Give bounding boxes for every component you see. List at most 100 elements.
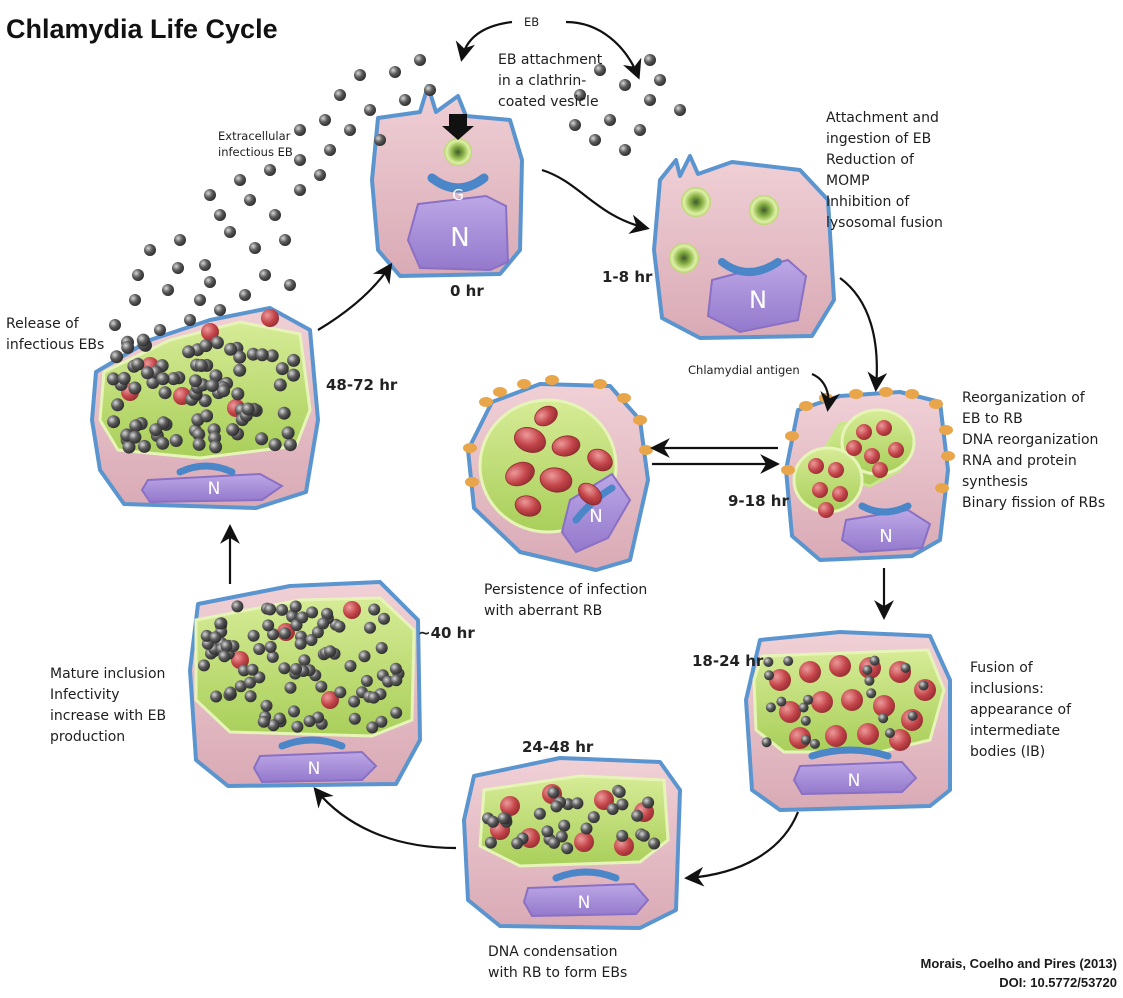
arrow-1-to-9 bbox=[839, 277, 888, 392]
rb-particle bbox=[769, 669, 791, 691]
eb-particle bbox=[317, 617, 330, 630]
eb-particle bbox=[122, 440, 136, 454]
aberrant-rb bbox=[514, 495, 542, 517]
eb-particle bbox=[800, 715, 811, 726]
extracellular-eb bbox=[172, 262, 184, 274]
eb-particle bbox=[268, 438, 282, 452]
nucleus-letter: N bbox=[848, 771, 861, 791]
eb-particle bbox=[149, 423, 163, 437]
antigen-marker bbox=[799, 401, 813, 411]
antigen-marker bbox=[633, 415, 647, 425]
eb-particle bbox=[199, 339, 213, 353]
nucleus-letter: N bbox=[208, 479, 221, 499]
eb-particle bbox=[244, 690, 257, 703]
eb-particle bbox=[907, 710, 918, 721]
rb-particle bbox=[614, 836, 634, 856]
eb-particle bbox=[864, 675, 875, 686]
eb-particle bbox=[276, 603, 288, 616]
eb-particle bbox=[273, 378, 287, 392]
eb-particle bbox=[878, 713, 889, 724]
eb-particle bbox=[231, 387, 245, 401]
antigen-marker bbox=[517, 379, 531, 389]
eb-particle bbox=[511, 837, 524, 850]
eb-particle bbox=[368, 603, 381, 616]
eb-particle bbox=[107, 415, 121, 429]
eb-particle bbox=[267, 628, 279, 641]
eb-particle bbox=[866, 688, 877, 699]
eb-particle bbox=[231, 600, 244, 613]
eb-particle bbox=[194, 359, 208, 372]
extracellular-eb bbox=[249, 242, 261, 254]
aberrant-rb bbox=[539, 467, 573, 493]
antigen-marker bbox=[463, 443, 477, 453]
extracellular-eb bbox=[199, 259, 211, 271]
extracellular-eb bbox=[344, 124, 356, 136]
eb-particle bbox=[156, 372, 170, 386]
eb-particle bbox=[209, 631, 222, 644]
extracellular-eb bbox=[634, 124, 646, 136]
eb-particle bbox=[616, 798, 629, 811]
extracellular-eb bbox=[294, 184, 306, 196]
extracellular-eb bbox=[399, 94, 411, 106]
eb-particle bbox=[290, 663, 302, 675]
eb-particle bbox=[266, 650, 279, 663]
rb-particle bbox=[832, 486, 848, 502]
arrow-48-to-0 bbox=[317, 262, 393, 331]
eb-particle bbox=[156, 436, 170, 450]
extracellular-eb bbox=[259, 269, 271, 281]
antigen-marker bbox=[593, 379, 607, 389]
eb-particle bbox=[533, 807, 546, 820]
rb-particle bbox=[829, 655, 851, 677]
rb-particle bbox=[201, 323, 219, 341]
arrow-0-to-1 bbox=[541, 168, 650, 234]
extracellular-eb bbox=[424, 84, 436, 96]
extracellular-eb bbox=[269, 209, 281, 221]
eb-particle bbox=[275, 362, 289, 376]
eb-particle bbox=[129, 419, 143, 433]
credit-authors: Morais, Coelho and Pires (2013) bbox=[920, 956, 1117, 971]
eb-particle bbox=[267, 719, 280, 732]
antigen-marker bbox=[781, 465, 795, 475]
eb-particle bbox=[869, 655, 880, 666]
eb-particle bbox=[294, 637, 307, 650]
eb-particle bbox=[558, 819, 571, 832]
extracellular-eb bbox=[334, 89, 346, 101]
extracellular-eb bbox=[604, 114, 616, 126]
extracellular-eb bbox=[162, 284, 174, 296]
time-0hr: 0 hr bbox=[450, 282, 484, 300]
eb-particle bbox=[550, 800, 563, 813]
eb-particle bbox=[487, 815, 499, 828]
aberrant-rb bbox=[514, 427, 546, 453]
eb-particle bbox=[198, 659, 210, 672]
extracellular-eb bbox=[644, 54, 656, 66]
antigen-marker bbox=[785, 431, 799, 441]
eb-particle bbox=[296, 611, 309, 624]
rb-particle bbox=[872, 462, 888, 478]
eb-particle bbox=[265, 349, 279, 363]
rb-particle bbox=[841, 689, 863, 711]
eb-particle bbox=[571, 797, 584, 810]
eb-particle bbox=[260, 699, 273, 712]
extracellular-eb bbox=[194, 294, 206, 306]
eb-particle bbox=[131, 357, 145, 371]
eb-particle bbox=[288, 705, 300, 718]
extracellular-eb bbox=[619, 79, 631, 91]
eb-particle bbox=[287, 353, 301, 367]
eb-particle bbox=[884, 728, 895, 738]
label-condensation: DNA condensation with RB to form EBs bbox=[488, 944, 628, 981]
extracellular-eb bbox=[284, 279, 296, 291]
eb-particle bbox=[648, 837, 661, 850]
nucleus-letter: N bbox=[450, 223, 469, 253]
eb-particle bbox=[244, 676, 256, 689]
eb-particle bbox=[375, 715, 388, 728]
extracellular-eb bbox=[264, 164, 276, 176]
eb-particle bbox=[613, 786, 626, 798]
eb-particle bbox=[548, 836, 560, 849]
arrow-24-to-40 bbox=[313, 786, 457, 850]
time-40hr: ~40 hr bbox=[418, 624, 475, 642]
extracellular-eb bbox=[132, 269, 144, 281]
rb-particle bbox=[828, 462, 844, 478]
nucleus-letter: N bbox=[308, 759, 321, 779]
arrow-18-to-24 bbox=[684, 811, 800, 887]
